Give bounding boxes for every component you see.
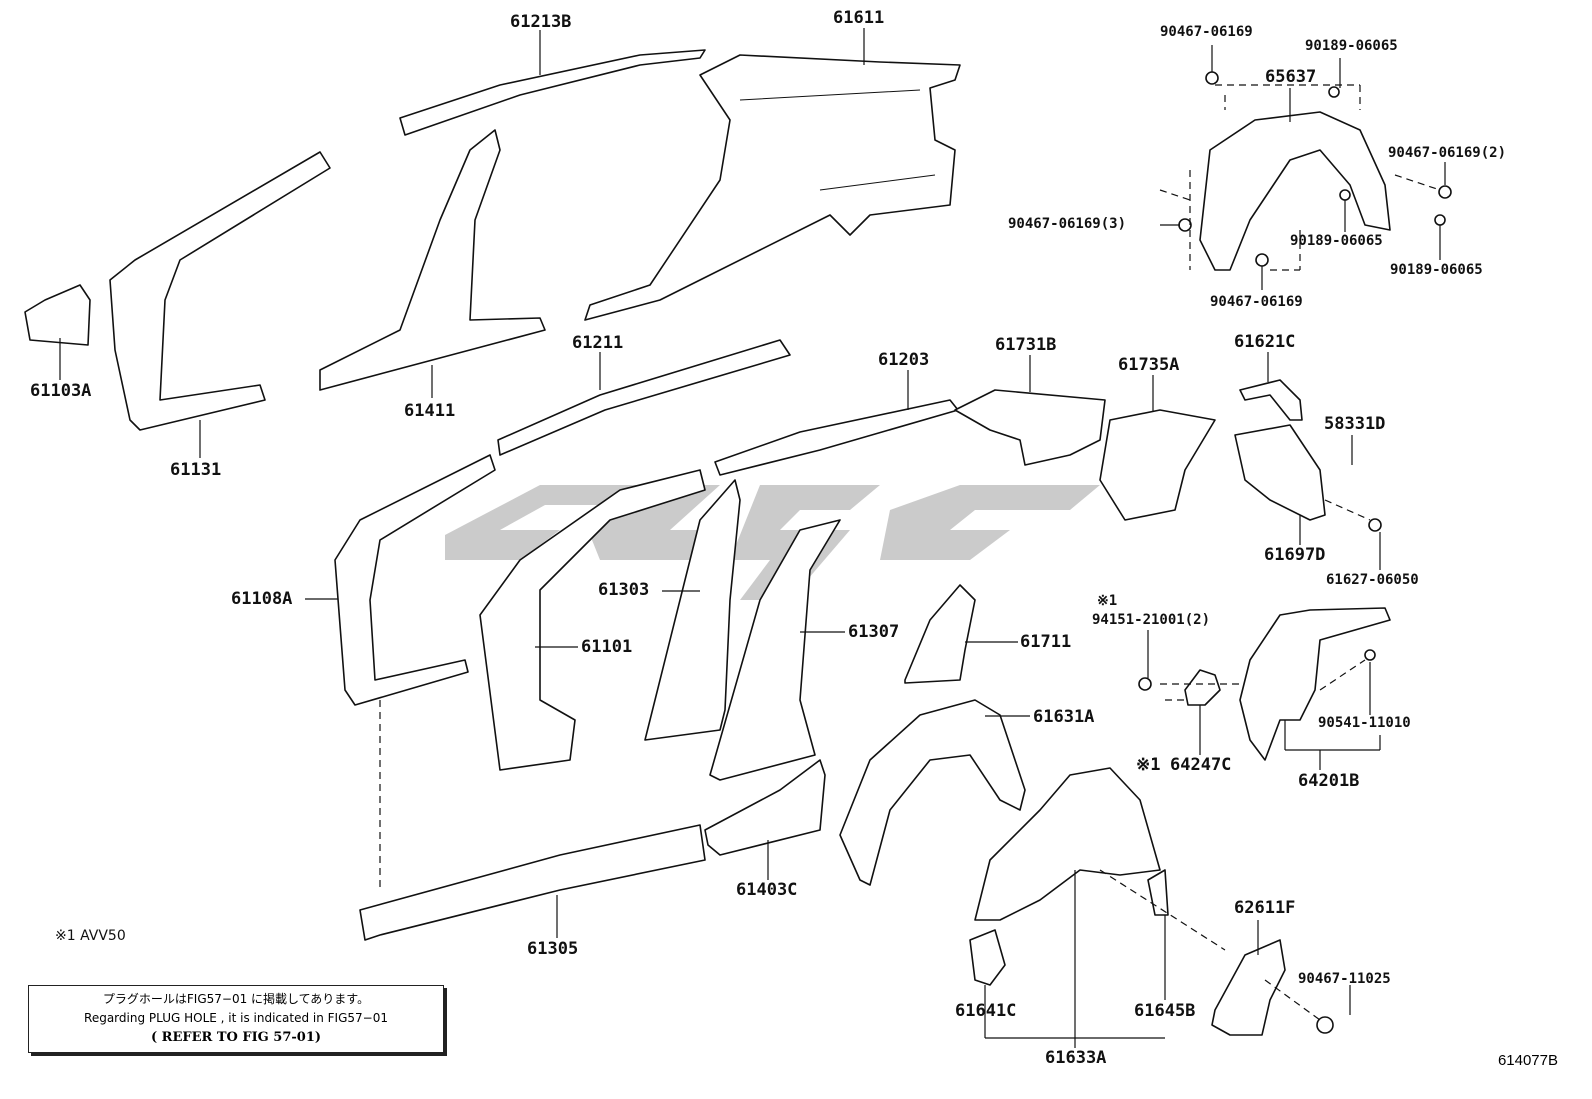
label-90541-11010[interactable]: 90541-11010: [1318, 715, 1411, 731]
label-90189-06065-mid[interactable]: 90189-06065: [1290, 233, 1383, 249]
label-61631A[interactable]: 61631A: [1033, 707, 1095, 727]
label-65637[interactable]: 65637: [1265, 67, 1317, 87]
part-61103A-shape: [24, 284, 91, 346]
label-90467-06169-3[interactable]: 90467-06169(3): [1008, 216, 1127, 232]
label-61305[interactable]: 61305: [527, 939, 579, 959]
part-61631A-shape: [839, 699, 1026, 886]
label-61403C[interactable]: 61403C: [736, 880, 798, 900]
label-61211[interactable]: 61211: [572, 333, 624, 353]
part-61411-shape: [319, 129, 546, 391]
note-line-japanese: プラグホールはFIG57−01 に掲載してあります。: [102, 992, 370, 1006]
leader-lines: [59, 28, 1446, 1048]
footnote-avv50: ※1 AVV50: [55, 928, 126, 944]
part-61621C-shape: [1239, 379, 1303, 421]
part-61633A-shape: [974, 767, 1161, 921]
part-61403C-shape: [704, 759, 826, 856]
part-61641C-shape: [969, 929, 1006, 986]
part-61731B-shape: [954, 389, 1106, 466]
part-61213B-shape: [399, 49, 706, 136]
ref-mark-1: ※1: [1097, 593, 1118, 609]
label-58331D[interactable]: 58331D: [1324, 414, 1386, 434]
label-90189-06065-right[interactable]: 90189-06065: [1390, 262, 1483, 278]
label-94151-21001[interactable]: 94151-21001(2): [1092, 612, 1211, 628]
label-61411[interactable]: 61411: [404, 401, 456, 421]
label-61611[interactable]: 61611: [833, 8, 885, 28]
label-61697D[interactable]: 61697D: [1264, 545, 1326, 565]
label-61621C[interactable]: 61621C: [1234, 332, 1296, 352]
label-90467-11025[interactable]: 90467-11025: [1298, 971, 1391, 987]
label-90467-06169-bottom[interactable]: 90467-06169: [1210, 294, 1303, 310]
part-61611-shape: [584, 54, 961, 321]
label-61213B[interactable]: 61213B: [510, 12, 572, 32]
part-61101-shape: [479, 469, 706, 771]
label-61641C[interactable]: 61641C: [955, 1001, 1017, 1021]
part-61697D-shape: [1234, 424, 1326, 521]
label-64247C[interactable]: 64247C: [1170, 755, 1232, 775]
label-61645B[interactable]: 61645B: [1134, 1001, 1196, 1021]
label-90189-06065-top[interactable]: 90189-06065: [1305, 38, 1398, 54]
label-61108A[interactable]: 61108A: [231, 589, 293, 609]
note-line-english: Regarding PLUG HOLE , it is indicated in…: [84, 1011, 388, 1025]
plug-hole-note-box: プラグホールはFIG57−01 に掲載してあります。 Regarding PLU…: [28, 985, 444, 1053]
part-65637-shape: [1199, 111, 1391, 271]
part-61108A-shape: [334, 454, 496, 706]
part-61711-shape: [904, 584, 976, 684]
part-61645B-shape: [1147, 869, 1169, 916]
ref-mark-2: ※1: [1136, 755, 1161, 775]
label-61103A[interactable]: 61103A: [30, 381, 92, 401]
label-61307[interactable]: 61307: [848, 622, 900, 642]
note-line-reference[interactable]: ( REFER TO FIG 57-01): [150, 1030, 322, 1045]
part-61131-shape: [109, 151, 331, 431]
label-61203[interactable]: 61203: [878, 350, 930, 370]
label-62611F[interactable]: 62611F: [1234, 898, 1296, 918]
label-90467-06169-top[interactable]: 90467-06169: [1160, 24, 1253, 40]
part-61307-shape: [709, 519, 841, 781]
label-61627-06050[interactable]: 61627-06050: [1326, 572, 1419, 588]
part-61203-shape: [714, 399, 959, 476]
part-61735A-shape: [1099, 409, 1216, 521]
label-61731B[interactable]: 61731B: [995, 335, 1057, 355]
label-90467-06169-2[interactable]: 90467-06169(2): [1388, 145, 1507, 161]
dashed-assembly-lines: [379, 84, 1441, 1021]
part-64247C-shape: [1184, 669, 1221, 706]
label-61131[interactable]: 61131: [170, 460, 222, 480]
fastener-nuts: [1138, 71, 1452, 1034]
label-61101[interactable]: 61101: [581, 637, 633, 657]
part-61303-shape: [644, 479, 741, 741]
part-62611F-shape: [1211, 939, 1286, 1036]
label-61711[interactable]: 61711: [1020, 632, 1072, 652]
figure-number: 614077B: [1497, 1052, 1558, 1069]
label-61735A[interactable]: 61735A: [1118, 355, 1180, 375]
part-61211-shape: [497, 339, 791, 456]
label-61303[interactable]: 61303: [598, 580, 650, 600]
part-64201B-shape: [1239, 607, 1391, 761]
part-61305-shape: [359, 824, 706, 941]
label-61633A[interactable]: 61633A: [1045, 1048, 1107, 1068]
label-64201B[interactable]: 64201B: [1298, 771, 1360, 791]
